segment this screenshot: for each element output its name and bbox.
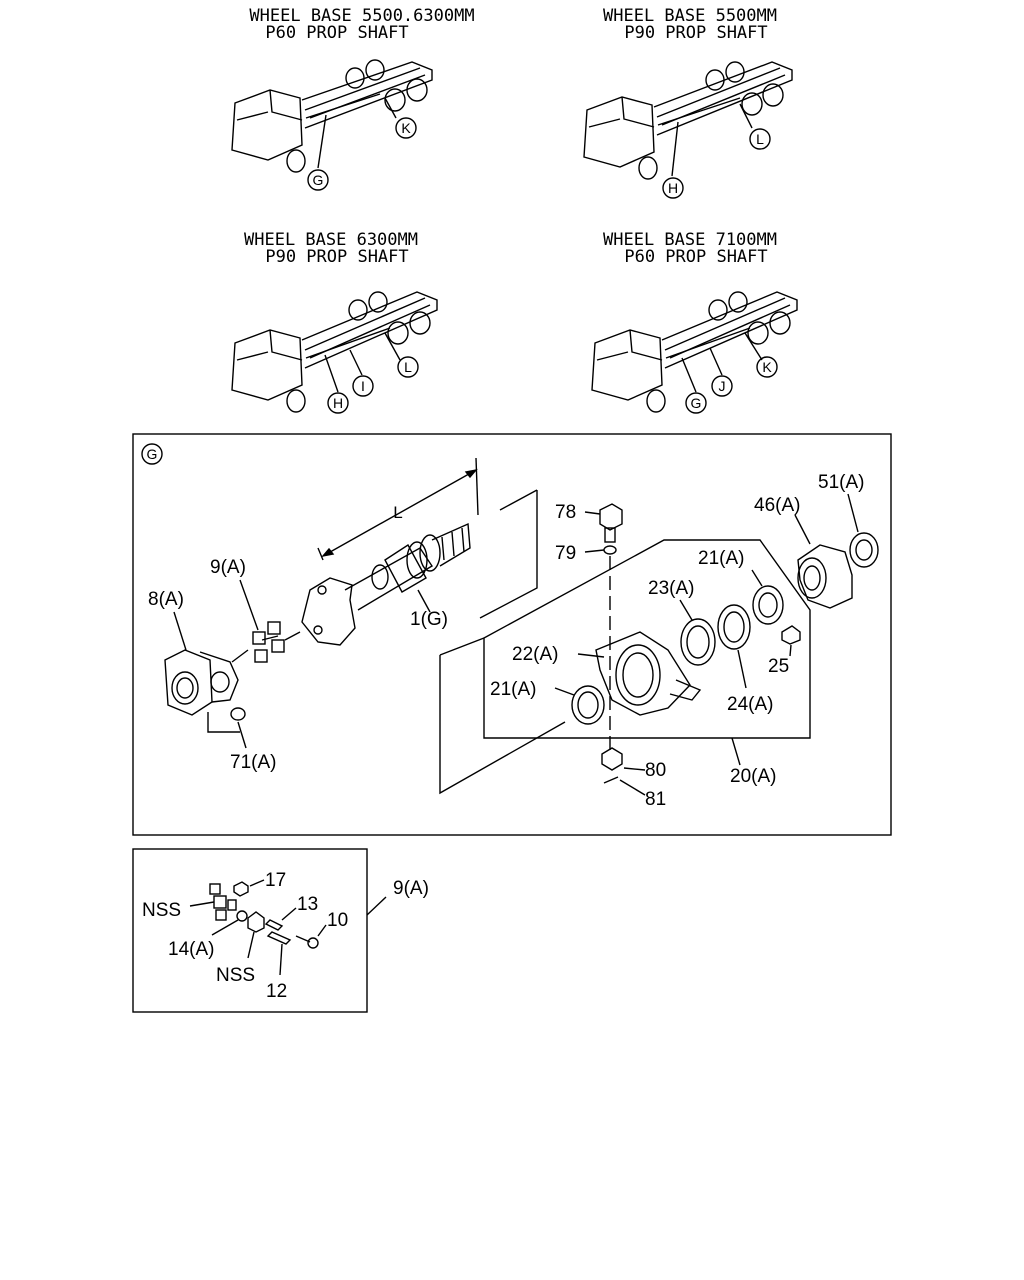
part-23-label: 23(A) [648, 578, 694, 599]
bearing-housing [577, 631, 702, 716]
detail-9-ref-leader [366, 896, 387, 916]
part-13-label: 13 [297, 894, 318, 915]
part-10-label: 10 [327, 910, 348, 931]
variant-3-line2: P90 PROP SHAFT [265, 247, 408, 267]
truck-1-callouts [307, 117, 417, 191]
part-14-label: 14(A) [168, 939, 214, 960]
variant-2-line2: P90 PROP SHAFT [624, 23, 767, 43]
universal-joint-exploded [189, 879, 327, 976]
variant-1-line1: WHEEL BASE 5500.6300MM [249, 6, 474, 26]
truck-4-callouts [685, 356, 778, 414]
part-17-label: 17 [265, 870, 286, 891]
callout-l-3: L [404, 359, 412, 375]
detail-g-tag: G [147, 446, 158, 462]
truck-illustration-3 [231, 291, 438, 413]
nut-71-leader [237, 721, 247, 749]
center-bearing-bracket-top [439, 637, 485, 656]
ring-24 [717, 604, 751, 689]
part-21-lower-label: 21(A) [490, 679, 536, 700]
part-9-label: 9(A) [210, 557, 246, 578]
part-79-label: 79 [555, 543, 576, 564]
part-51-label: 51(A) [818, 472, 864, 493]
length-label: L [393, 503, 402, 522]
callout-g-4: G [691, 395, 702, 411]
callout-g-1: G [313, 172, 324, 188]
nut-71 [230, 707, 246, 721]
flange-yoke [164, 611, 249, 733]
grease-nipple-25 [781, 625, 801, 657]
variant-3-line1: WHEEL BASE 6300MM [244, 230, 418, 250]
companion-flange [794, 514, 853, 609]
part-8-label: 8(A) [148, 589, 184, 610]
detail-g-frame [132, 433, 892, 836]
part-24-label: 24(A) [727, 694, 773, 715]
truck-2-callouts [662, 128, 771, 199]
center-bearing-group [483, 539, 811, 739]
part-71-label: 71(A) [230, 752, 276, 773]
propeller-shaft [301, 522, 471, 646]
callout-j-4: J [719, 378, 726, 394]
variant-1-line2: P60 PROP SHAFT [265, 23, 408, 43]
callout-k-4: K [762, 359, 772, 375]
part-81-label: 81 [645, 789, 666, 810]
detail-g-tag-circle [141, 443, 163, 465]
bearing-23 [679, 599, 716, 666]
callout-l-2: L [756, 131, 764, 147]
part-20-label: 20(A) [730, 766, 776, 787]
part-25-label: 25 [768, 656, 789, 677]
truck-illustration-1 [231, 59, 433, 173]
part-12-label: 12 [266, 981, 287, 1002]
part-46-label: 46(A) [754, 495, 800, 516]
center-bearing-bracket-lower [439, 655, 566, 795]
callout-h-2: H [668, 180, 678, 196]
truck-3-callouts [327, 356, 419, 414]
part-21-upper-label: 21(A) [698, 548, 744, 569]
seal-21-lower [554, 685, 605, 725]
truck-illustration-4 [591, 291, 798, 413]
nss-label-1: NSS [142, 900, 181, 921]
variant-4-line1: WHEEL BASE 7100MM [603, 230, 777, 250]
truck-illustration-2 [583, 61, 793, 180]
callout-k-1: K [401, 120, 411, 136]
universal-joint [239, 579, 301, 663]
part-22-label: 22(A) [512, 644, 558, 665]
leader-20 [731, 737, 741, 766]
shaft-bracket-top [499, 489, 538, 511]
callout-i-3: I [361, 378, 365, 394]
part-80-label: 80 [645, 760, 666, 781]
part-78-label: 78 [555, 502, 576, 523]
variant-2-line1: WHEEL BASE 5500MM [603, 6, 777, 26]
flange-nut-51 [847, 493, 879, 568]
callout-h-3: H [333, 395, 343, 411]
detail-9-ref-label: 9(A) [393, 878, 429, 899]
length-dimension [317, 457, 479, 561]
seal-21-upper [751, 569, 784, 625]
part-1-label: 1(G) [410, 609, 448, 630]
detail-9-frame [132, 848, 368, 1013]
shaft-bracket [479, 490, 538, 619]
center-bearing-fasteners [584, 503, 646, 796]
nss-label-2: NSS [216, 965, 255, 986]
variant-4-line2: P60 PROP SHAFT [624, 247, 767, 267]
